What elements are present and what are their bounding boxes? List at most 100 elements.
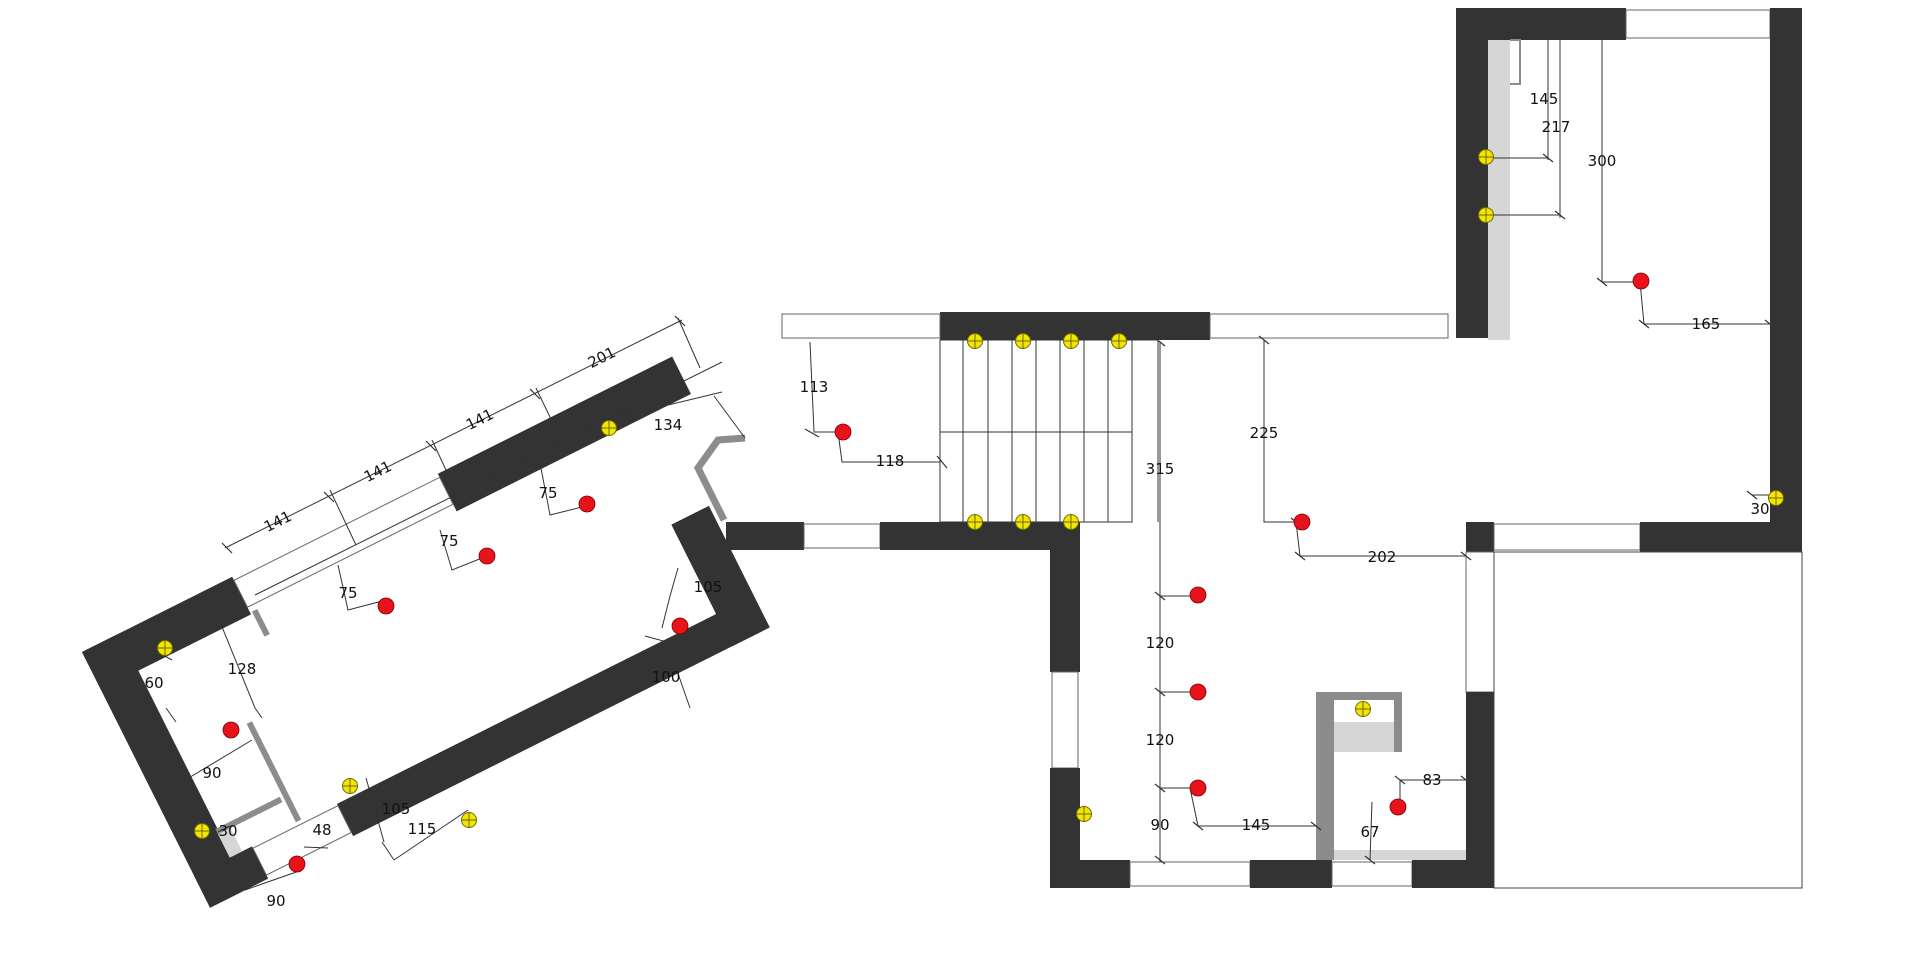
dimension-label: 30 xyxy=(1750,500,1769,518)
dimension-label: 120 xyxy=(1146,634,1175,652)
window-corridor-bottom-b xyxy=(1331,861,1413,887)
red-dot-icon xyxy=(1293,513,1311,531)
wall-right-room-bottom-b xyxy=(1640,522,1802,552)
dimension-label: 100 xyxy=(652,668,681,686)
dimension-label: 75 xyxy=(338,584,357,602)
dimension-label: 105 xyxy=(382,800,411,818)
yellow-crossed-circle-icon xyxy=(461,812,477,828)
wall-corridor-bottom-b xyxy=(1250,860,1332,888)
dimension-label: 141 xyxy=(361,457,395,486)
dimension-label: 118 xyxy=(876,452,905,470)
window-stair-bottom xyxy=(803,523,881,549)
window-left-room-back xyxy=(233,476,454,608)
dimension-label: 90 xyxy=(266,892,285,910)
dimension-label: 217 xyxy=(1542,118,1571,136)
dimension-label: 113 xyxy=(800,378,829,396)
yellow-crossed-circle-icon xyxy=(1111,333,1127,349)
yellow-crossed-circle-icon xyxy=(1063,514,1079,530)
wall-left-room-front-b xyxy=(337,598,763,837)
partition-left-room-d xyxy=(218,828,243,858)
wall-bathroom-right xyxy=(1466,692,1494,888)
partition-left-room-b xyxy=(246,721,302,823)
bathroom-floor-strip xyxy=(1334,850,1466,860)
red-dot-icon xyxy=(222,721,240,739)
dimension-label: 141 xyxy=(463,405,497,434)
dimension-label: 300 xyxy=(1588,152,1617,170)
wall-stair-bottom-a xyxy=(726,522,804,550)
yellow-crossed-circle-icon xyxy=(1478,149,1494,165)
yellow-crossed-circle-icon xyxy=(1478,207,1494,223)
red-dot-icon xyxy=(834,423,852,441)
wall-right-room-bottom-a xyxy=(1466,522,1494,552)
staircase xyxy=(939,339,1159,523)
dimension-ticks xyxy=(221,153,1776,865)
dimension-label: 141 xyxy=(261,507,295,536)
partition-left-room-a xyxy=(251,608,270,637)
dimension-label: 60 xyxy=(144,674,163,692)
wall-left-room-entry xyxy=(671,505,770,647)
partition-tower-step xyxy=(1510,39,1521,85)
dimension-label: 128 xyxy=(228,660,257,678)
red-dot-icon xyxy=(671,617,689,635)
window-bathroom-right xyxy=(1465,551,1495,693)
red-dot-icon xyxy=(288,855,306,873)
partition-entry-angled xyxy=(693,434,746,522)
dimension-label: 134 xyxy=(654,416,683,434)
partition-bathroom-stub xyxy=(1394,700,1402,752)
red-dot-icon xyxy=(377,597,395,615)
yellow-crossed-circle-icon xyxy=(1768,490,1784,506)
yellow-crossed-circle-icon xyxy=(1015,333,1031,349)
red-dot-icon xyxy=(1189,779,1207,797)
dimension-label: 120 xyxy=(1146,731,1175,749)
walls xyxy=(82,8,1803,908)
red-dot-icon xyxy=(1189,586,1207,604)
wall-corridor-left-a xyxy=(1050,522,1080,672)
window-corridor-bottom-a xyxy=(1129,861,1251,887)
dimension-label: 75 xyxy=(538,484,557,502)
yellow-crossed-circle-icon xyxy=(194,823,210,839)
dimension-label: 67 xyxy=(1360,823,1379,841)
dimension-label: 225 xyxy=(1250,424,1279,442)
dimension-label: 165 xyxy=(1692,315,1721,333)
yellow-crossed-circle-icon xyxy=(157,640,173,656)
dimension-label: 90 xyxy=(1150,816,1169,834)
dimension-label: 83 xyxy=(1422,771,1441,789)
partition-tower-light xyxy=(1488,40,1510,340)
bathroom-fixture xyxy=(1334,722,1394,752)
window-right-room-bottom xyxy=(1493,523,1641,551)
dimension-label: 105 xyxy=(694,578,723,596)
red-dot-icon xyxy=(1189,683,1207,701)
partition-bathroom-top xyxy=(1316,692,1402,700)
dimension-label: 30 xyxy=(218,822,237,840)
window-stair-top-right xyxy=(1209,313,1449,339)
dimension-label: 202 xyxy=(1368,548,1397,566)
window-tower-top xyxy=(1625,9,1771,39)
yellow-crossed-circle-icon xyxy=(967,333,983,349)
outline-adjacent-room xyxy=(1493,551,1803,889)
yellow-crossed-circle-icon xyxy=(1355,701,1371,717)
dimension-label: 48 xyxy=(312,821,331,839)
dimension-label: 145 xyxy=(1242,816,1271,834)
yellow-crossed-circle-icon xyxy=(967,514,983,530)
dimension-label: 201 xyxy=(585,343,619,372)
window-left-room-front xyxy=(252,805,353,876)
dimension-label: 90 xyxy=(202,764,221,782)
sockets xyxy=(157,149,1784,839)
dimension-label: 145 xyxy=(1530,90,1559,108)
red-dot-icon xyxy=(1632,272,1650,290)
wall-tower-left xyxy=(1456,8,1488,338)
red-dot-icon xyxy=(1389,798,1407,816)
yellow-crossed-circle-icon xyxy=(1063,333,1079,349)
yellow-crossed-circle-icon xyxy=(1076,806,1092,822)
wall-left-room-end xyxy=(82,633,248,908)
dimension-label: 75 xyxy=(439,532,458,550)
window-corridor-left xyxy=(1051,671,1079,769)
window-stair-top-left xyxy=(781,313,941,339)
wall-left-room-front-a xyxy=(193,846,269,908)
red-dot-icon xyxy=(478,547,496,565)
yellow-crossed-circle-icon xyxy=(1015,514,1031,530)
partition-bathroom-left xyxy=(1316,692,1334,860)
yellow-crossed-circle-icon xyxy=(342,778,358,794)
red-dot-icon xyxy=(578,495,596,513)
